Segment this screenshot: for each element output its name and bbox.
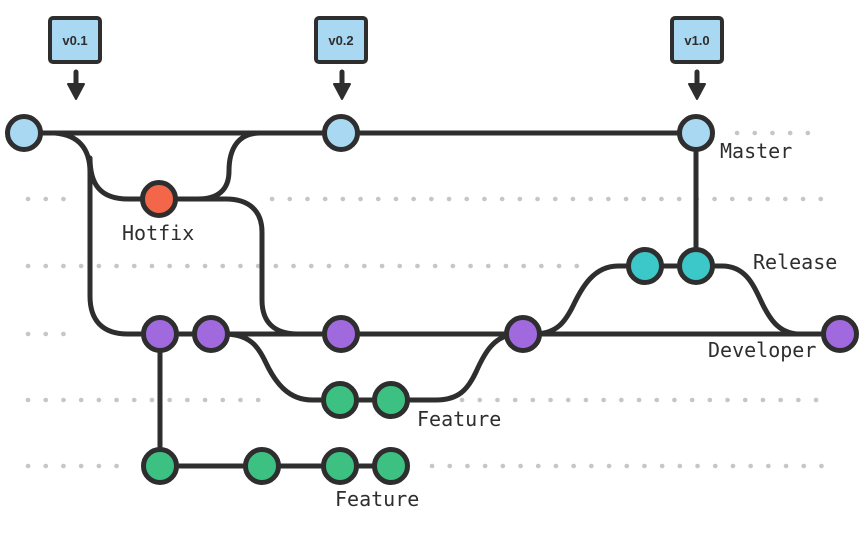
edge-master-to-developer (52, 130, 163, 337)
commit-node-master (677, 114, 715, 152)
edge-hotfix-to-developer (156, 196, 301, 337)
branch-label-feature-2: Feature (335, 487, 419, 511)
branch-labels: Master Hotfix Release Developer Feature … (122, 139, 837, 511)
branch-label-hotfix: Hotfix (122, 221, 194, 245)
commit-node-master (5, 114, 43, 152)
commit-node-developer (504, 315, 542, 353)
down-arrow-head-icon (688, 83, 706, 100)
commit-node-developer (192, 315, 230, 353)
commit-node-feature (372, 447, 410, 485)
down-arrow-head-icon (67, 83, 85, 100)
branch-label-feature-1: Feature (417, 407, 501, 431)
commit-node-feature (141, 447, 179, 485)
branch-label-release: Release (753, 250, 837, 274)
version-tag-3: v1.0 (670, 16, 724, 100)
edge-feature1-merge-developer (337, 331, 521, 403)
edge-developer-release-loop (533, 263, 801, 337)
tag-box (48, 16, 102, 64)
tag-box (314, 16, 368, 64)
commit-node-feature (243, 447, 281, 485)
down-arrow-head-icon (333, 83, 351, 100)
version-tag-1: v0.1 (48, 16, 102, 100)
branch-label-developer: Developer (708, 338, 816, 362)
commit-node-developer (821, 315, 859, 353)
commit-node-feature (321, 447, 359, 485)
commit-node-feature (321, 381, 359, 419)
commit-nodes (5, 114, 859, 485)
tag-label: v0.2 (328, 33, 353, 48)
commit-node-developer (141, 315, 179, 353)
tag-label: v0.1 (62, 33, 87, 48)
tag-box (670, 16, 724, 64)
commit-node-release (677, 247, 715, 285)
edge-developer-to-feature1 (223, 331, 343, 403)
tag-label: v1.0 (684, 33, 709, 48)
commit-node-master (322, 114, 360, 152)
version-tag-2: v0.2 (314, 16, 368, 100)
commit-node-feature (372, 381, 410, 419)
version-tags: v0.1 v0.2 v1.0 (48, 16, 724, 100)
lane-guides (25, 130, 827, 469)
commit-node-developer (322, 315, 360, 353)
commit-node-hotfix (140, 180, 178, 218)
commit-node-release (626, 247, 664, 285)
edge-hotfix-branch-out (87, 155, 162, 202)
branch-label-master: Master (720, 139, 792, 163)
